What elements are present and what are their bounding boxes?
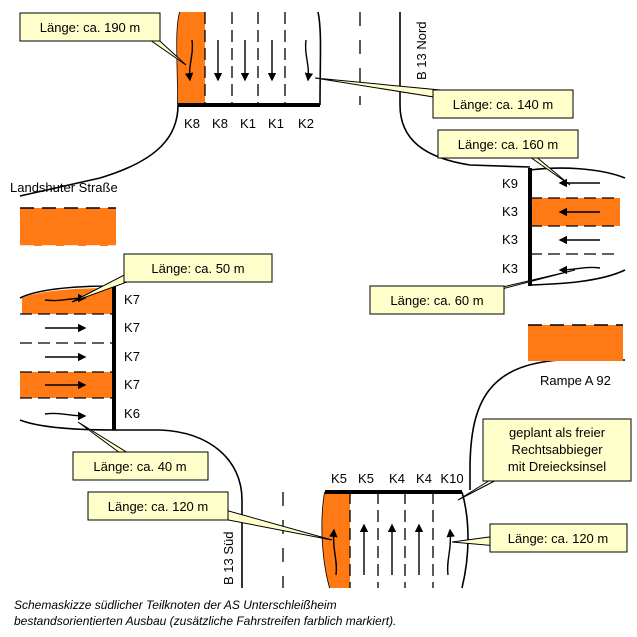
lane-label-west-1: K7 [124, 292, 140, 307]
lane-labels-north: K8 K8 K1 K1 K2 [184, 116, 314, 131]
road-name-north: B 13 Nord [414, 21, 429, 80]
lane-label-north-4: K1 [268, 116, 284, 131]
road-name-east: Rampe A 92 [540, 373, 611, 388]
lane-label-east-1: K9 [502, 176, 518, 191]
lane-label-east-3: K3 [502, 232, 518, 247]
lane-label-east-4: K3 [502, 261, 518, 276]
callout-west-top: Länge: ca. 50 m [71, 253, 273, 303]
road-edge-south-right [461, 491, 469, 589]
lane-label-south-5: K10 [440, 471, 463, 486]
lane-label-west-3: K7 [124, 349, 140, 364]
lane-label-west-2: K7 [124, 320, 140, 335]
callout-west-top-text: Länge: ca. 50 m [151, 261, 244, 276]
lane-label-north-1: K8 [184, 116, 200, 131]
callout-freier-line-2: Rechtsabbieger [511, 442, 603, 457]
road-edge-north-right [317, 11, 322, 106]
lane-labels-east: K9 K3 K3 K3 [502, 176, 518, 276]
callout-south-left: Länge: ca. 120 m [87, 491, 333, 541]
road-edge-rampe-a92 [469, 359, 625, 490]
lane-label-west-4: K7 [124, 377, 140, 392]
callout-east-bottom: Länge: ca. 60 m [369, 269, 576, 315]
callout-west-bottom-text: Länge: ca. 40 m [93, 459, 186, 474]
lane-label-south-1: K5 [331, 471, 347, 486]
road-name-south: B 13 Süd [221, 532, 236, 586]
road-edge-b13-sued [115, 429, 243, 588]
callout-freier-rechtsabbieger: geplant als freier Rechtsabbieger mit Dr… [457, 418, 632, 501]
callout-east-top: Länge: ca. 160 m [437, 129, 579, 186]
callout-south-right-text: Länge: ca. 120 m [508, 531, 608, 546]
road-edge-east-upper [529, 167, 626, 179]
callout-west-bottom: Länge: ca. 40 m [72, 421, 209, 481]
arrow-north-k2-left [304, 39, 314, 82]
lane-labels-south: K5 K5 K4 K4 K10 [331, 471, 464, 486]
extra-lane-landshuter [20, 208, 116, 246]
lane-markings [20, 12, 623, 588]
arrow-west-k6 [44, 411, 87, 421]
caption-line-2: bestandsorientierten Ausbau (zusätzliche… [14, 614, 397, 628]
lane-label-west-5: K6 [124, 406, 140, 421]
callout-freier-line-1: geplant als freier [509, 425, 606, 440]
stop-lines [112, 103, 532, 494]
callout-north-left: Länge: ca. 190 m [19, 12, 187, 66]
lane-labels-west: K7 K7 K7 K7 K6 [124, 292, 140, 421]
lane-label-north-2: K8 [212, 116, 228, 131]
lane-label-south-2: K5 [358, 471, 374, 486]
extra-lane-south-k5 [322, 492, 350, 588]
callout-north-right: Länge: ca. 140 m [314, 77, 574, 119]
callout-north-right-text: Länge: ca. 140 m [453, 97, 553, 112]
callout-north-left-text: Länge: ca. 190 m [40, 20, 140, 35]
road-edges [19, 11, 626, 589]
lane-arrows [44, 39, 601, 576]
lane-label-east-2: K3 [502, 204, 518, 219]
callout-south-left-text: Länge: ca. 120 m [108, 499, 208, 514]
callout-freier-line-3: mit Dreiecksinsel [508, 459, 606, 474]
callout-south-right: Länge: ca. 120 m [451, 523, 628, 553]
callout-east-top-text: Länge: ca. 160 m [458, 137, 558, 152]
road-edge-west-lower [19, 419, 116, 431]
extra-lane-rampe-a92 [528, 325, 623, 361]
road-edge-b13-nord [399, 12, 531, 168]
lane-label-north-5: K2 [298, 116, 314, 131]
road-edge-east-lower [529, 269, 626, 286]
lane-label-south-3: K4 [389, 471, 405, 486]
road-name-west: Landshuter Straße [10, 180, 118, 195]
arrow-north-k8-right [184, 39, 194, 82]
caption-line-1: Schemaskizze südlicher Teilknoten der AS… [14, 598, 337, 612]
lane-label-north-3: K1 [240, 116, 256, 131]
lane-label-south-4: K4 [416, 471, 432, 486]
callout-east-bottom-text: Länge: ca. 60 m [390, 293, 483, 308]
figure-caption: Schemaskizze südlicher Teilknoten der AS… [14, 597, 624, 629]
arrow-east-k3-3 [558, 265, 601, 275]
arrow-south-k10-right [446, 528, 455, 576]
arrow-south-k5-left [329, 528, 338, 576]
